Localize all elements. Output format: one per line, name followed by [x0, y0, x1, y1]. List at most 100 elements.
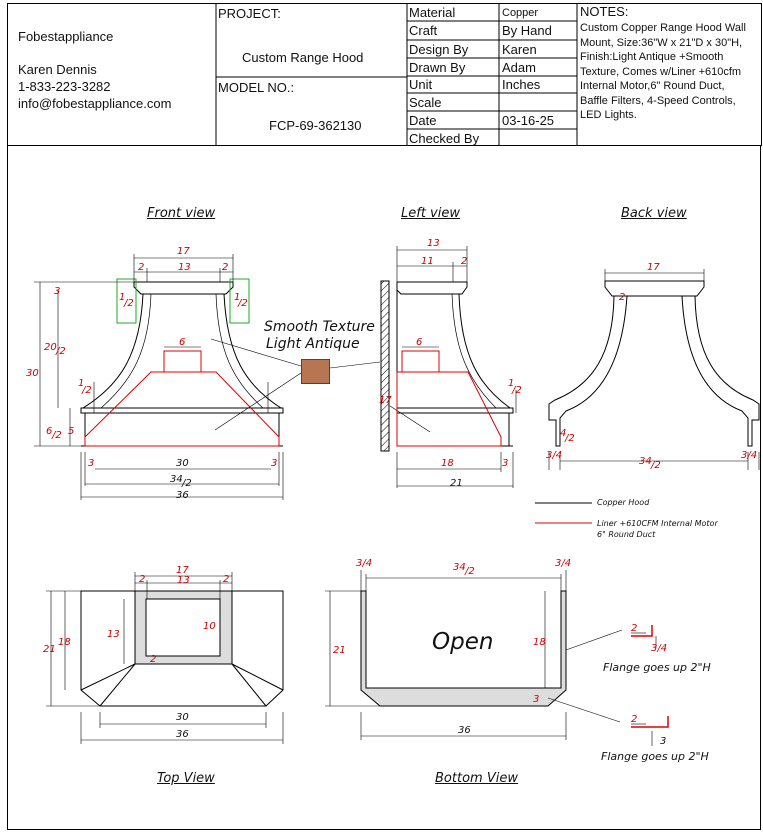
dim-6: 6 — [46, 426, 52, 437]
dim-3-4: 3/4 — [555, 558, 571, 569]
flange-detail-bottom: 2 3 — [631, 714, 669, 747]
left-view-dimensions: 13 11 2 6 17 1 /2 18 3 21 — [379, 238, 522, 489]
dim-3: 3 — [88, 458, 94, 469]
spec-value-unit: Inches — [502, 77, 541, 92]
dim-3: 3 — [660, 736, 666, 747]
dim-17: 17 — [647, 262, 660, 273]
dim-4: 4 — [560, 428, 566, 439]
spec-value-date: 03-16-25 — [502, 113, 555, 128]
dim-2: 2 — [139, 574, 145, 585]
dim-30: 30 — [26, 368, 39, 379]
notes-line: Mount, Size:36"W x 21"D x 30"H, — [580, 36, 743, 49]
contact-name: Karen Dennis — [18, 62, 97, 77]
bottom-view-drawing — [325, 570, 623, 740]
notes-line: Baffle Filters, 4-Speed Controls, — [580, 94, 736, 107]
company-name: Fobestappliance — [18, 29, 114, 44]
spec-label-material: Material — [409, 5, 456, 20]
legend-liner: Liner +610CFM Internal Motor 6" Round Du… — [597, 518, 718, 540]
dim-5: 5 — [68, 426, 74, 437]
contact-email[interactable]: info@fobestappliance.com — [18, 96, 172, 111]
finish-texture-text: Smooth Texture — [264, 319, 375, 335]
bottom-view-label: Bottom View — [435, 771, 518, 786]
notes-line: Internal Motor,6" Round Duct, — [580, 80, 725, 92]
model-label: MODEL NO.: — [218, 80, 295, 95]
dim-frac: /2 — [237, 298, 248, 309]
dim-13: 13 — [107, 629, 120, 640]
dim-frac: /2 — [464, 566, 475, 577]
dim-30: 30 — [176, 712, 189, 723]
dim-1: 1 — [119, 292, 125, 303]
notes-line: Custom Copper Range Hood Wall — [580, 22, 746, 34]
legend-liner-line1: Liner +610CFM Internal Motor — [597, 519, 718, 528]
dim-30: 30 — [176, 458, 189, 469]
dim-18: 18 — [533, 637, 546, 648]
top-view-dimensions: 17 13 2 2 13 10 2 21 18 30 36 — [43, 565, 229, 740]
spec-label-design: Design By — [409, 42, 469, 57]
title-block-grid — [7, 3, 762, 146]
finish-callout: Smooth Texture Light Antique — [264, 319, 375, 353]
front-view-label: Front view — [147, 206, 216, 221]
dim-frac: /2 — [511, 385, 522, 396]
front-wall-brackets — [116, 278, 250, 324]
dim-18: 18 — [58, 637, 71, 648]
spec-label-date: Date — [409, 113, 437, 128]
dim-6: 6 — [179, 337, 185, 348]
notes-line: LED Lights. — [580, 109, 637, 121]
left-side-curve — [458, 293, 511, 409]
dim-6: 6 — [416, 337, 422, 348]
spec-label-craft: Craft — [409, 23, 438, 38]
front-view-dimensions: 17 13 2 2 3 1 /2 1 /2 20 /2 30 1 /2 6 /2… — [26, 246, 277, 501]
top-view-drawing — [46, 572, 284, 744]
flange-detail-top: 2 3/4 — [631, 623, 667, 654]
spec-value-material: Copper — [502, 7, 539, 19]
dim-2: 2 — [222, 262, 228, 273]
project-value: Custom Range Hood — [242, 50, 364, 65]
notes-line: Finish:Light Antique +Smooth — [580, 51, 724, 63]
bottom-view-open-label: Open — [432, 629, 494, 655]
dim-2: 2 — [138, 262, 144, 273]
dim-13: 13 — [178, 262, 191, 273]
dim-13: 13 — [177, 575, 190, 586]
dim-3-4: 3/4 — [356, 558, 372, 569]
legend-swatches — [535, 502, 592, 524]
contact-phone[interactable]: 1-833-223-3282 — [18, 79, 111, 94]
dim-2: 2 — [631, 714, 637, 725]
dim-17: 17 — [176, 565, 189, 576]
dim-3: 3 — [502, 458, 508, 469]
dim-20: 20 — [44, 342, 57, 353]
model-value: FCP-69-362130 — [269, 118, 362, 133]
dim-frac: /2 — [81, 385, 92, 396]
spec-value-design: Karen — [502, 42, 537, 57]
dim-2: 2 — [461, 256, 467, 267]
front-right-curve — [223, 293, 282, 409]
left-view-label: Left view — [401, 206, 460, 221]
notes-body: Custom Copper Range Hood Wall Mount, Siz… — [580, 21, 746, 123]
dim-3: 3 — [533, 694, 539, 705]
flange-note-bottom: Flange goes up 2"H — [601, 750, 709, 763]
flange-note-top: Flange goes up 2"H — [603, 661, 711, 674]
dim-18: 18 — [441, 458, 454, 469]
wall-hatch — [380, 280, 390, 452]
back-view-drawing — [548, 269, 760, 470]
left-view-drawing — [329, 246, 517, 488]
dim-34: 34 — [453, 562, 466, 573]
left-top-band — [396, 281, 468, 295]
back-view-dimensions: 17 2 4 /2 3/4 3/4 34 /2 — [546, 262, 757, 471]
dim-3-4: 3/4 — [651, 643, 667, 654]
spec-label-drawn: Drawn By — [409, 60, 466, 75]
dim-2: 2 — [223, 574, 229, 585]
spec-value-drawn: Adam — [502, 60, 536, 75]
dim-3: 3 — [271, 458, 277, 469]
legend-liner-line2: 6" Round Duct — [597, 530, 656, 539]
bottom-view-dimensions: 3/4 3/4 34 /2 18 3 21 36 — [333, 558, 571, 736]
dim-21: 21 — [43, 644, 56, 655]
dim-13: 13 — [427, 238, 440, 249]
dim-frac: /2 — [123, 298, 134, 309]
title-block: Fobestappliance Karen Dennis 1-833-223-3… — [7, 3, 762, 146]
drawing-frame — [7, 146, 761, 830]
dim-3-4: 3/4 — [741, 450, 757, 461]
dim-2: 2 — [619, 292, 625, 303]
dim-11: 11 — [421, 256, 434, 267]
front-top-band — [133, 281, 234, 295]
finish-color-text: Light Antique — [266, 336, 360, 352]
